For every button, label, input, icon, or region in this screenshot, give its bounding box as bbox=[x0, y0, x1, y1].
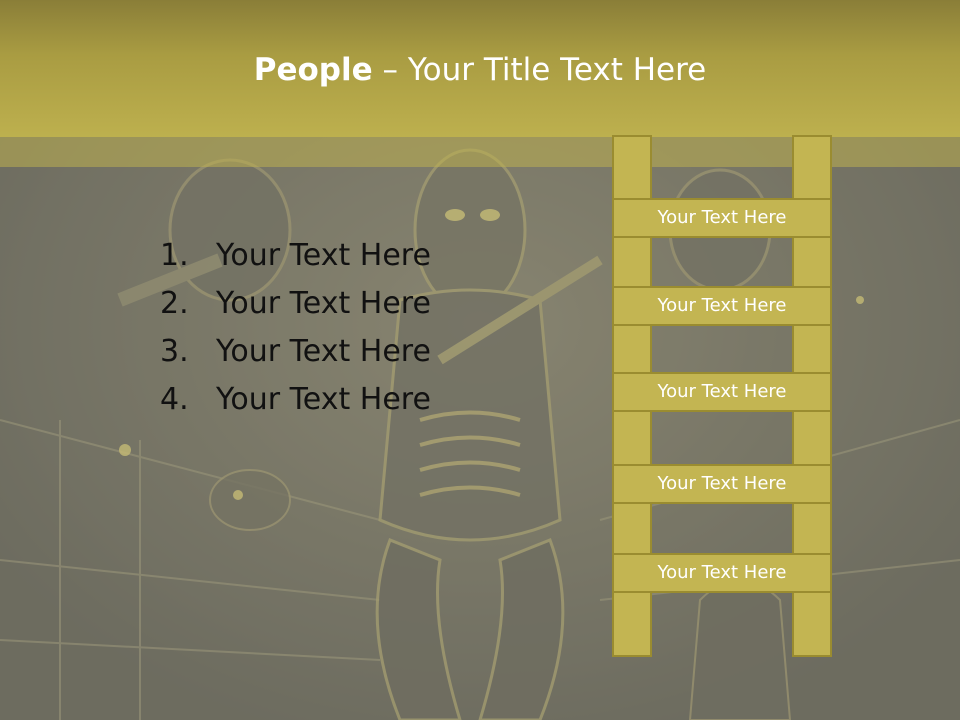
ladder-rung: Your Text Here bbox=[612, 553, 832, 593]
list-item-text: Your Text Here bbox=[216, 238, 431, 273]
ladder-rung: Your Text Here bbox=[612, 464, 832, 504]
title-band bbox=[0, 0, 960, 137]
list-item-number: 1. bbox=[160, 238, 189, 273]
ladder-rung: Your Text Here bbox=[612, 198, 832, 238]
slide-title-rest: – Your Title Text Here bbox=[372, 52, 707, 88]
list-item-number: 2. bbox=[160, 286, 189, 321]
slide-title-bold: People bbox=[253, 52, 373, 88]
list-item-text: Your Text Here bbox=[216, 334, 431, 369]
list-item: 4. Your Text Here bbox=[160, 376, 431, 424]
list-item: 3. Your Text Here bbox=[160, 328, 431, 376]
numbered-list: 1. Your Text Here 2. Your Text Here 3. Your… bbox=[160, 232, 431, 424]
list-item-number: 3. bbox=[160, 334, 189, 369]
list-item: 1. Your Text Here bbox=[160, 232, 431, 280]
slide-title: People – Your Title Text Here bbox=[0, 52, 960, 88]
list-item-number: 4. bbox=[160, 382, 189, 417]
list-item: 2. Your Text Here bbox=[160, 280, 431, 328]
ladder-rung: Your Text Here bbox=[612, 372, 832, 412]
list-item-text: Your Text Here bbox=[216, 382, 431, 417]
list-item-text: Your Text Here bbox=[216, 286, 431, 321]
ladder-rung: Your Text Here bbox=[612, 286, 832, 326]
